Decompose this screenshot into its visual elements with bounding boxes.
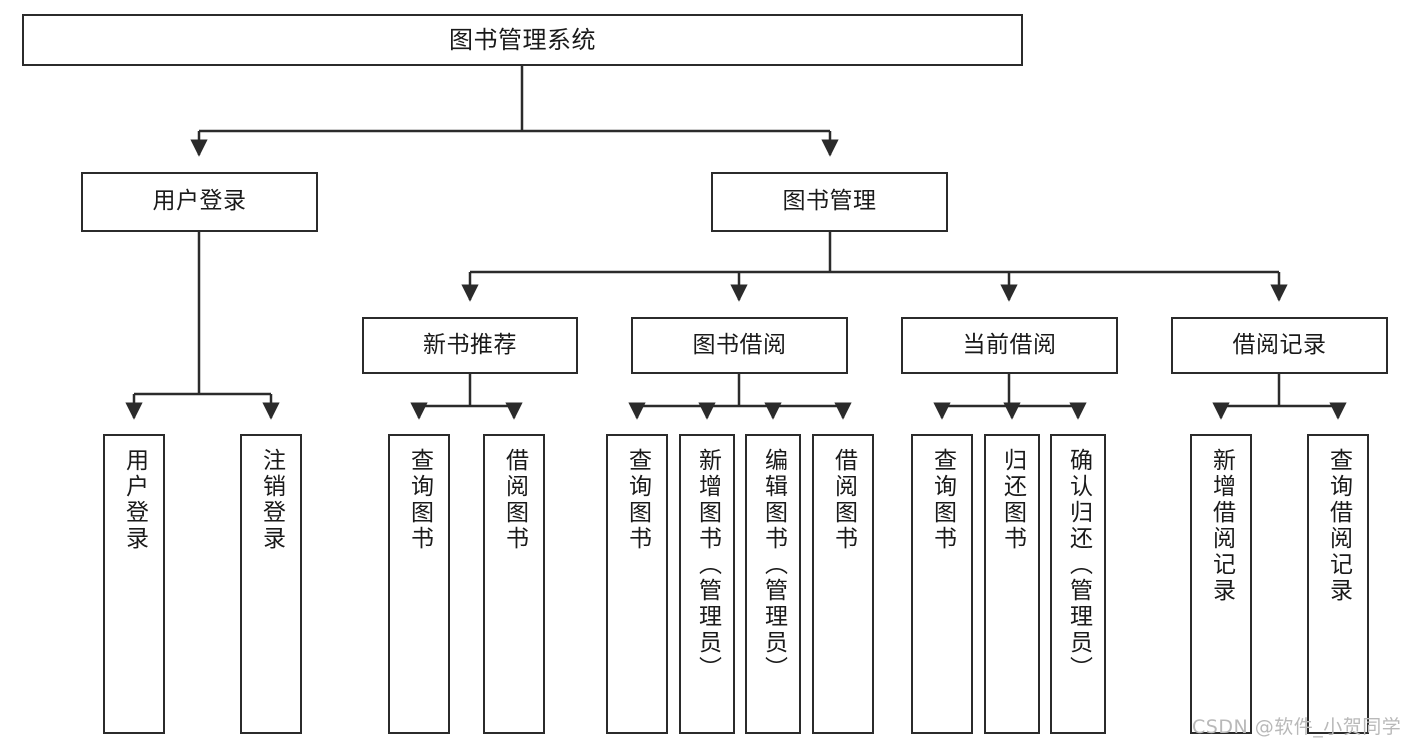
leaf-query-book-recommend[interactable]: 查询图书 <box>388 434 450 734</box>
node-user-login-label: 用户登录 <box>152 188 247 215</box>
leaf-return-book-label: 归还图书 <box>999 448 1026 552</box>
leaf-borrow-book-recommend[interactable]: 借阅图书 <box>483 434 545 734</box>
leaf-add-book-admin[interactable]: 新增图书（管理员） <box>679 434 735 734</box>
leaf-confirm-return-admin[interactable]: 确认归还（管理员） <box>1050 434 1106 734</box>
leaf-query-book-recommend-label: 查询图书 <box>406 448 433 552</box>
leaf-query-book-borrow-label: 查询图书 <box>624 448 651 552</box>
leaf-borrow-book-label: 借阅图书 <box>830 448 857 552</box>
leaf-return-book[interactable]: 归还图书 <box>984 434 1040 734</box>
leaf-add-borrow-record-label: 新增借阅记录 <box>1208 448 1235 604</box>
node-root[interactable]: 图书管理系统 <box>22 14 1023 66</box>
node-book-borrow[interactable]: 图书借阅 <box>631 317 848 374</box>
node-new-book-recommend-label: 新书推荐 <box>423 331 517 358</box>
csdn-watermark: CSDN @软件_小贺同学 <box>1192 716 1402 738</box>
leaf-user-login[interactable]: 用户登录 <box>103 434 165 734</box>
node-user-login[interactable]: 用户登录 <box>81 172 318 232</box>
node-book-borrow-label: 图书借阅 <box>692 331 787 358</box>
leaf-query-book-borrow[interactable]: 查询图书 <box>606 434 668 734</box>
node-book-management-label: 图书管理 <box>782 188 877 215</box>
node-root-label: 图书管理系统 <box>449 25 596 54</box>
leaf-borrow-book[interactable]: 借阅图书 <box>812 434 874 734</box>
leaf-borrow-book-recommend-label: 借阅图书 <box>501 448 528 552</box>
node-current-borrow[interactable]: 当前借阅 <box>901 317 1118 374</box>
leaf-query-book-current[interactable]: 查询图书 <box>911 434 973 734</box>
leaf-query-borrow-record-label: 查询借阅记录 <box>1325 448 1352 604</box>
leaf-edit-book-admin-label: 编辑图书（管理员） <box>760 448 787 682</box>
leaf-confirm-return-admin-label: 确认归还（管理员） <box>1065 448 1092 682</box>
leaf-query-book-current-label: 查询图书 <box>929 448 956 552</box>
node-new-book-recommend[interactable]: 新书推荐 <box>362 317 578 374</box>
node-current-borrow-label: 当前借阅 <box>962 331 1057 358</box>
node-borrow-record[interactable]: 借阅记录 <box>1171 317 1388 374</box>
leaf-add-borrow-record[interactable]: 新增借阅记录 <box>1190 434 1252 734</box>
leaf-user-logout-label: 注销登录 <box>258 448 285 552</box>
leaf-edit-book-admin[interactable]: 编辑图书（管理员） <box>745 434 801 734</box>
node-borrow-record-label: 借阅记录 <box>1232 331 1327 358</box>
leaf-user-logout[interactable]: 注销登录 <box>240 434 302 734</box>
leaf-user-login-label: 用户登录 <box>121 448 148 552</box>
leaf-query-borrow-record[interactable]: 查询借阅记录 <box>1307 434 1369 734</box>
node-book-management[interactable]: 图书管理 <box>711 172 948 232</box>
leaf-add-book-admin-label: 新增图书（管理员） <box>694 448 721 682</box>
